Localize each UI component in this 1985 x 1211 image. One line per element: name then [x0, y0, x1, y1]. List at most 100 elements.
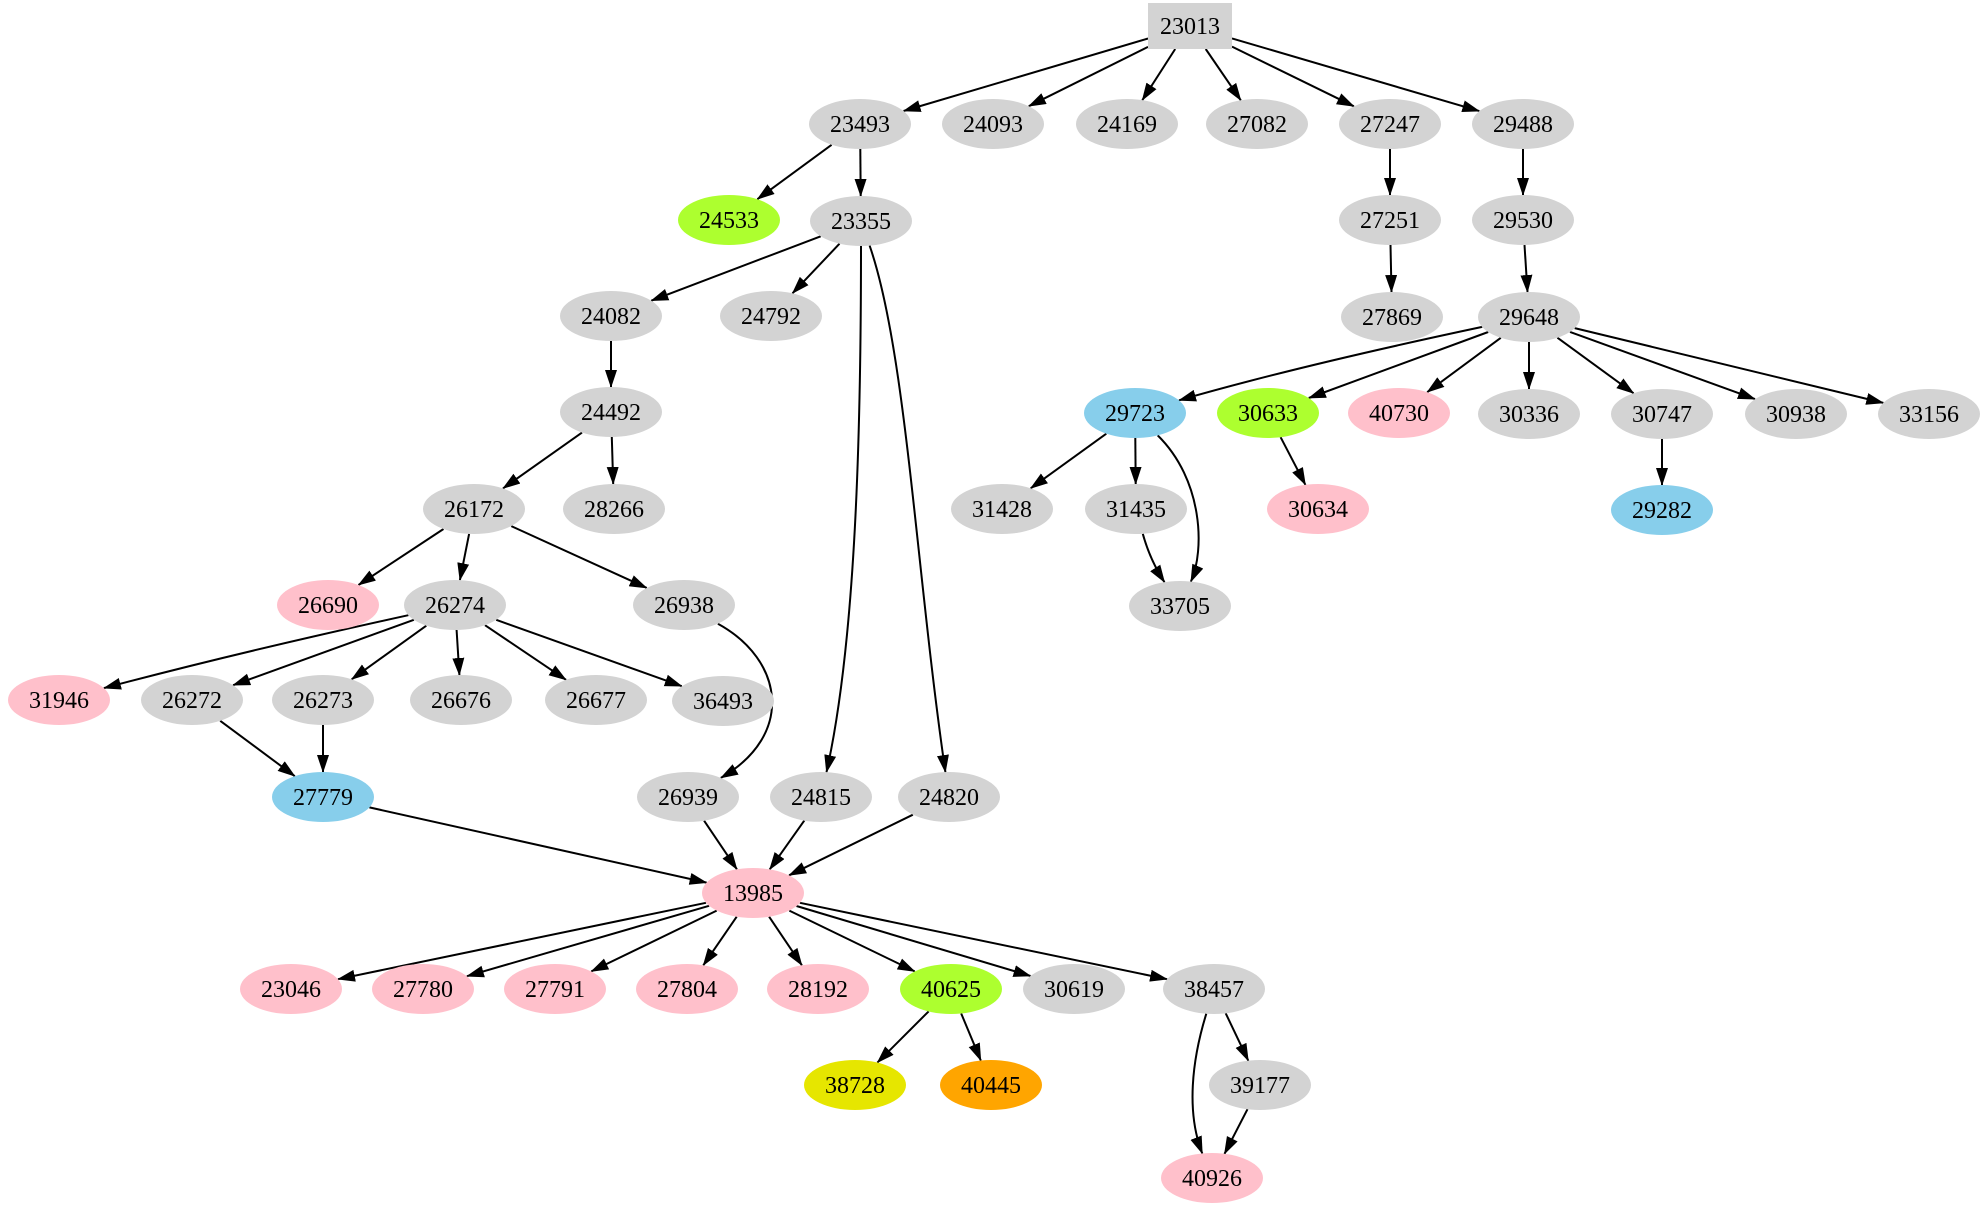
- edge-26939-13985: [703, 820, 738, 871]
- node-label: 23493: [830, 112, 890, 138]
- edge-40625-38728: [876, 1010, 930, 1064]
- node-label: 26690: [298, 593, 358, 619]
- edge-30633-30634: [1279, 436, 1307, 486]
- node-ellipse: [942, 99, 1044, 149]
- node-ellipse: [8, 675, 110, 725]
- node-ellipse: [1878, 389, 1980, 439]
- node-label: 29488: [1493, 112, 1553, 138]
- node-label: 23046: [261, 977, 321, 1003]
- edge-29723-33705: [1156, 434, 1204, 583]
- node-label: 40625: [921, 977, 981, 1003]
- node-label: 30747: [1632, 402, 1692, 428]
- edge-23013-29488: [1231, 37, 1481, 113]
- node-label: 24820: [919, 785, 979, 811]
- edge-13985-40625: [788, 909, 916, 973]
- node-13985: 13985: [702, 868, 804, 918]
- node-ellipse: [672, 676, 774, 726]
- node-26272: 26272: [141, 675, 243, 725]
- node-30938: 30938: [1745, 389, 1847, 439]
- node-label: 26274: [425, 593, 485, 619]
- node-23013: 23013: [1148, 3, 1232, 49]
- node-label: 26273: [293, 688, 353, 714]
- node-label: 30633: [1238, 401, 1298, 427]
- edge-26172-26938: [510, 525, 648, 589]
- edge-38457-39177: [1224, 1012, 1250, 1062]
- edge-29648-29723: [1178, 325, 1483, 402]
- node-ellipse: [898, 772, 1000, 822]
- edge-23493-24533: [756, 143, 833, 201]
- node-24820: 24820: [898, 772, 1000, 822]
- node-label: 24093: [963, 112, 1023, 138]
- edge-26274-26272: [232, 618, 415, 687]
- node-ellipse: [636, 964, 738, 1014]
- node-label: 39177: [1230, 1073, 1290, 1099]
- node-label: 36493: [693, 689, 753, 715]
- node-27251: 27251: [1339, 195, 1441, 245]
- edge-27251-27869: [1385, 244, 1398, 293]
- edge-26274-31946: [102, 614, 409, 690]
- node-ellipse: [560, 291, 662, 341]
- node-ellipse: [767, 964, 869, 1014]
- edge-23013-27247: [1231, 45, 1355, 108]
- node-label: 30336: [1499, 402, 1559, 428]
- node-30619: 30619: [1023, 964, 1125, 1014]
- node-29723: 29723: [1084, 388, 1186, 438]
- node-ellipse: [720, 291, 822, 341]
- node-24492: 24492: [560, 387, 662, 437]
- edge-26274-26677: [484, 624, 567, 681]
- node-ellipse: [702, 868, 804, 918]
- node-label: 24533: [699, 208, 759, 234]
- edge-24492-26172: [502, 431, 583, 490]
- edge-40625-40445: [960, 1013, 982, 1062]
- edge-26274-26273: [350, 624, 427, 681]
- node-ellipse: [1611, 485, 1713, 535]
- node-28266: 28266: [563, 484, 665, 534]
- node-label: 24815: [791, 785, 851, 811]
- edge-29648-30747: [1556, 336, 1635, 395]
- node-label: 31946: [29, 688, 89, 714]
- node-ellipse: [633, 580, 735, 630]
- node-ellipse: [277, 580, 379, 630]
- node-label: 28192: [788, 977, 848, 1003]
- node-ellipse: [1611, 389, 1713, 439]
- node-ellipse: [1084, 388, 1186, 438]
- node-ellipse: [951, 484, 1053, 534]
- node-28192: 28192: [767, 964, 869, 1014]
- node-26677: 26677: [545, 675, 647, 725]
- node-label: 29530: [1493, 208, 1553, 234]
- node-label: 31435: [1106, 497, 1166, 523]
- node-23355: 23355: [810, 196, 912, 246]
- node-27804: 27804: [636, 964, 738, 1014]
- node-label: 40730: [1369, 401, 1429, 427]
- node-24533: 24533: [678, 195, 780, 245]
- node-33705: 33705: [1129, 581, 1231, 631]
- edge-23013-23493: [902, 37, 1149, 112]
- node-label: 23355: [831, 209, 891, 235]
- node-ellipse: [1339, 99, 1441, 149]
- node-label: 29648: [1499, 305, 1559, 331]
- edge-29648-33156: [1574, 327, 1885, 405]
- edge-23355-24792: [791, 243, 841, 295]
- node-label: 24492: [581, 400, 641, 426]
- node-ellipse: [900, 964, 1002, 1014]
- node-ellipse: [1076, 99, 1178, 149]
- node-ellipse: [809, 99, 911, 149]
- node-31428: 31428: [951, 484, 1053, 534]
- edge-26274-26676: [452, 629, 465, 676]
- node-ellipse: [504, 964, 606, 1014]
- node-40625: 40625: [900, 964, 1002, 1014]
- node-ellipse: [563, 484, 665, 534]
- edge-29530-29648: [1520, 244, 1533, 293]
- node-23046: 23046: [240, 964, 342, 1014]
- node-27247: 27247: [1339, 99, 1441, 149]
- node-40445: 40445: [940, 1060, 1042, 1110]
- node-27779: 27779: [272, 772, 374, 822]
- node-label: 30634: [1288, 497, 1348, 523]
- node-26172: 26172: [423, 484, 525, 534]
- node-27791: 27791: [504, 964, 606, 1014]
- node-label: 27791: [525, 977, 585, 1003]
- node-31435: 31435: [1085, 484, 1187, 534]
- node-ellipse: [240, 964, 342, 1014]
